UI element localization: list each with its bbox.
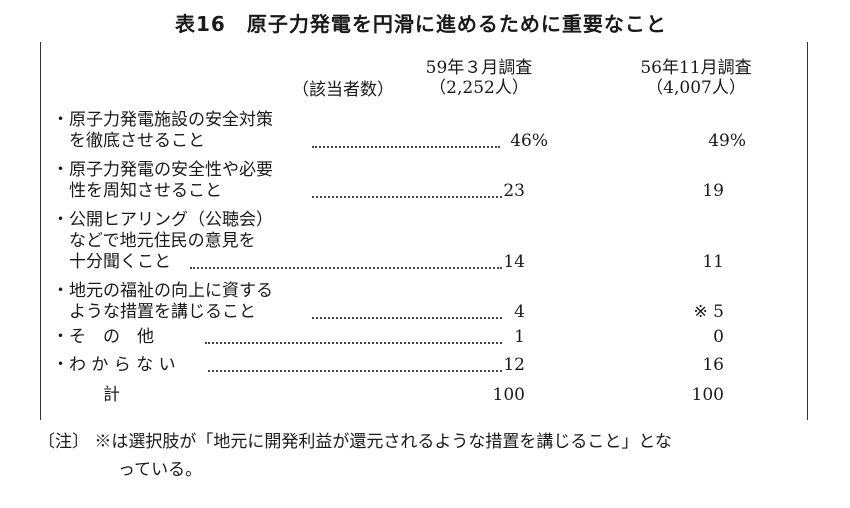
- survey2-count: （4,007人）: [646, 78, 746, 98]
- total-value-1: 100: [492, 385, 525, 405]
- row-1-value-2: 49%: [708, 131, 746, 151]
- row-2-value-2: 19: [702, 181, 724, 201]
- row-5-line-1: ・そ の 他: [52, 327, 154, 347]
- row-4-value-2: ※ 5: [693, 302, 724, 322]
- row-1-line-2: を徹底させること: [52, 131, 205, 151]
- row-5-leader: [205, 340, 502, 344]
- row-6-value-2: 16: [702, 355, 724, 375]
- row-4-line-1: ・地元の福祉の向上に資する: [52, 281, 273, 301]
- table-frame: [40, 42, 808, 420]
- survey1-count: （2,252人）: [429, 78, 529, 98]
- row-6-line-1: ・わ か ら な い: [52, 355, 176, 375]
- row-3-leader: [190, 265, 502, 269]
- row-3-line-1: ・公開ヒアリング（公聴会）: [52, 210, 273, 230]
- row-3-line-3: 十分聞くこと: [52, 252, 171, 272]
- row-4-leader: [312, 315, 502, 319]
- row-2-value-1: 23: [503, 181, 525, 201]
- row-5-value-1: 1: [514, 327, 525, 347]
- respondents-label: （該当者数）: [292, 80, 394, 100]
- row-3-value-1: 14: [503, 252, 525, 272]
- row-2-leader: [312, 194, 502, 198]
- total-label: 計: [52, 385, 120, 405]
- row-3-value-2: 11: [702, 252, 724, 272]
- row-2-line-1: ・原子力発電の安全性や必要: [52, 160, 273, 180]
- row-4-line-2: ような措置を講じること: [52, 302, 256, 322]
- row-1-value-1: 46%: [510, 131, 548, 151]
- total-value-2: 100: [691, 385, 724, 405]
- survey2-header: 56年11月調査: [640, 58, 752, 78]
- row-2-line-2: 性を周知させること: [52, 181, 222, 201]
- survey1-header: 59年３月調査: [425, 58, 533, 78]
- row-6-leader: [208, 368, 502, 372]
- row-6-value-1: 12: [503, 355, 525, 375]
- note-line-1: 〔注〕 ※は選択肢が「地元に開発利益が還元されるような措置を講じること」とな: [38, 432, 672, 452]
- row-1-line-1: ・原子力発電施設の安全対策: [52, 110, 273, 130]
- row-1-leader: [312, 144, 500, 148]
- table-title: 表16 原子力発電を円滑に進めるために重要なこと: [175, 12, 667, 36]
- row-3-line-2: などで地元住民の意見を: [52, 231, 256, 251]
- note-line-2: っている。: [118, 460, 203, 480]
- row-4-value-1: 4: [514, 302, 525, 322]
- row-5-value-2: 0: [713, 327, 724, 347]
